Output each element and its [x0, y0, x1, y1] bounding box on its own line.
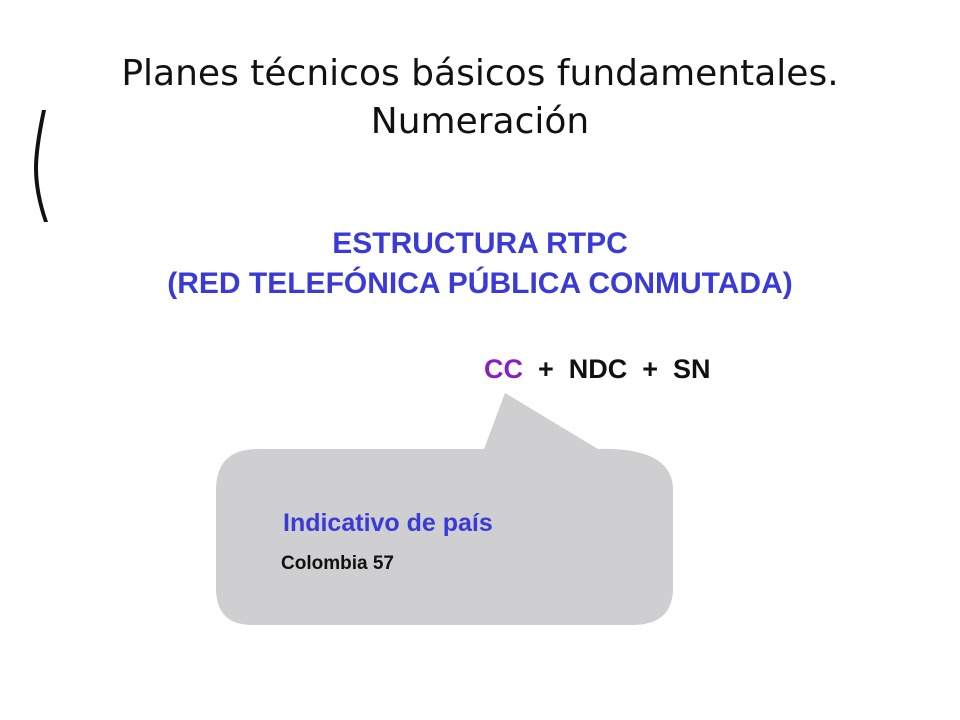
- slide-title-line-1: Planes técnicos básicos fundamentales.: [121, 53, 839, 94]
- structure-title-line-1: ESTRUCTURA RTPC: [332, 227, 628, 260]
- number-structure-formula: CC + NDC + SN: [484, 352, 711, 386]
- callout-detail: Colombia 57: [281, 553, 394, 574]
- country-code-label: CC: [484, 354, 523, 384]
- structure-title-line-2: (RED TELEFÓNICA PÚBLICA CONMUTADA): [167, 267, 793, 300]
- slide-title-line-2: Numeración: [370, 101, 590, 142]
- formula-rest: + NDC + SN: [523, 354, 711, 384]
- structure-title: ESTRUCTURA RTPC (RED TELEFÓNICA PÚBLICA …: [0, 224, 960, 304]
- callout-title: Indicativo de país: [283, 509, 493, 537]
- slide-title: Planes técnicos básicos fundamentales. N…: [0, 50, 960, 146]
- left-bracket-icon: [34, 110, 48, 222]
